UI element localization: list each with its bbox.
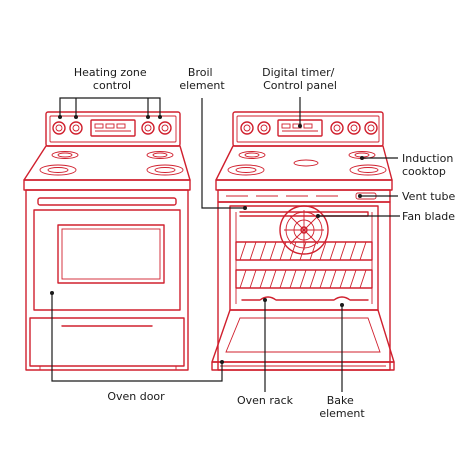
label-broil-element: Broil element [179, 66, 225, 92]
label-induction-cooktop: Induction cooktop [402, 152, 457, 178]
label-vent-tube: Vent tube [402, 190, 455, 203]
label-digital-timer: Digital timer/ Control panel [262, 66, 338, 92]
label-bake-element: Bake element [319, 394, 365, 420]
label-fan-blade: Fan blade [402, 210, 455, 223]
closed-range-illustration [23, 111, 191, 371]
label-heating-zone-control: Heating zone control [74, 66, 150, 92]
callout-lines [50, 97, 400, 392]
label-oven-rack: Oven rack [237, 394, 294, 407]
open-range-illustration [211, 111, 395, 371]
label-oven-door: Oven door [107, 390, 165, 403]
